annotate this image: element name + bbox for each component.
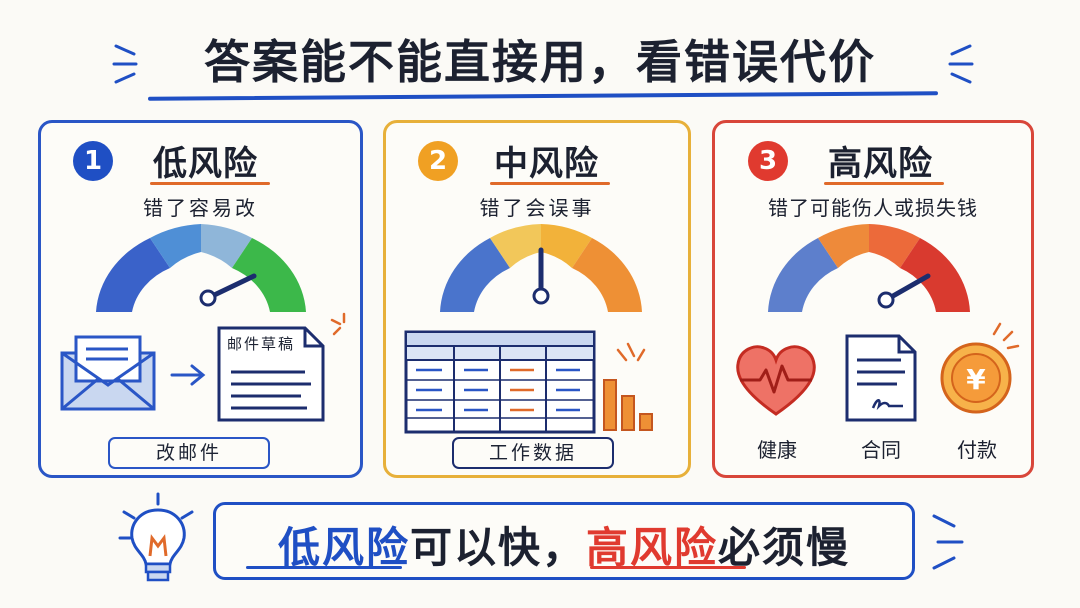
summary-slow: 必须慢 [718,523,851,572]
icon-label-health: 健康 [757,438,797,462]
document-icon [217,326,325,422]
heart-icon [736,345,816,416]
contract-icon [845,334,917,422]
risk-title: 低风险 [153,144,258,184]
summary-underline-red [590,566,746,569]
risk-subtitle: 错了容易改 [143,196,258,220]
risk-subtitle: 错了可能伤人或损失钱 [768,196,978,220]
sparkle-bottom-right-icon [932,514,964,570]
summary-low-risk: 低风险 [277,523,410,572]
risk-title: 高风险 [828,144,933,184]
gauge-arc [96,224,306,312]
example-tag: 改邮件 [108,437,270,469]
gauge-pivot [877,291,895,309]
page-title: 答案能不能直接用，看错误代价 [204,35,876,89]
risk-title-underline [824,182,944,185]
icon-label-contract: 合同 [861,438,901,462]
risk-title: 中风险 [494,144,599,184]
gauge-arc [440,224,642,312]
summary-text: 低风险可以快，高风险必须慢 [213,514,915,575]
risk-gauge-medium [440,224,642,312]
svg-text:¥: ¥ [966,363,986,396]
risk-title-underline [490,182,610,185]
risk-gauge-low [96,224,306,312]
document-label: 邮件草稿 [227,335,296,353]
card-number-badge: 1 [73,141,113,181]
gauge-arc [768,224,970,312]
yen-coin-icon: ¥ [940,322,1020,414]
risk-subtitle: 错了会误事 [479,196,595,220]
bar-chart-icon [603,342,653,431]
example-tag: 工作数据 [452,437,614,469]
icon-label-payment: 付款 [957,438,997,462]
arrow-right-icon [170,364,206,386]
card-number-badge: 3 [748,141,788,181]
title-underline [147,91,939,101]
gauge-pivot [199,289,217,307]
risk-title-underline [150,182,270,185]
gauge-pivot [532,287,550,305]
summary-underline-blue [246,566,402,569]
sparkle-right-icon [948,44,974,84]
card-number-badge: 2 [418,141,458,181]
lightbulb-icon [118,492,194,582]
sparkle-left-icon [112,44,138,84]
summary-high-risk: 高风险 [586,523,719,572]
risk-gauge-high [768,224,970,312]
sparkle-small-icon [330,312,346,336]
summary-fast: 可以快， [409,523,586,572]
spreadsheet-icon [404,330,596,434]
summary-box [213,502,915,580]
envelope-icon [60,335,156,411]
